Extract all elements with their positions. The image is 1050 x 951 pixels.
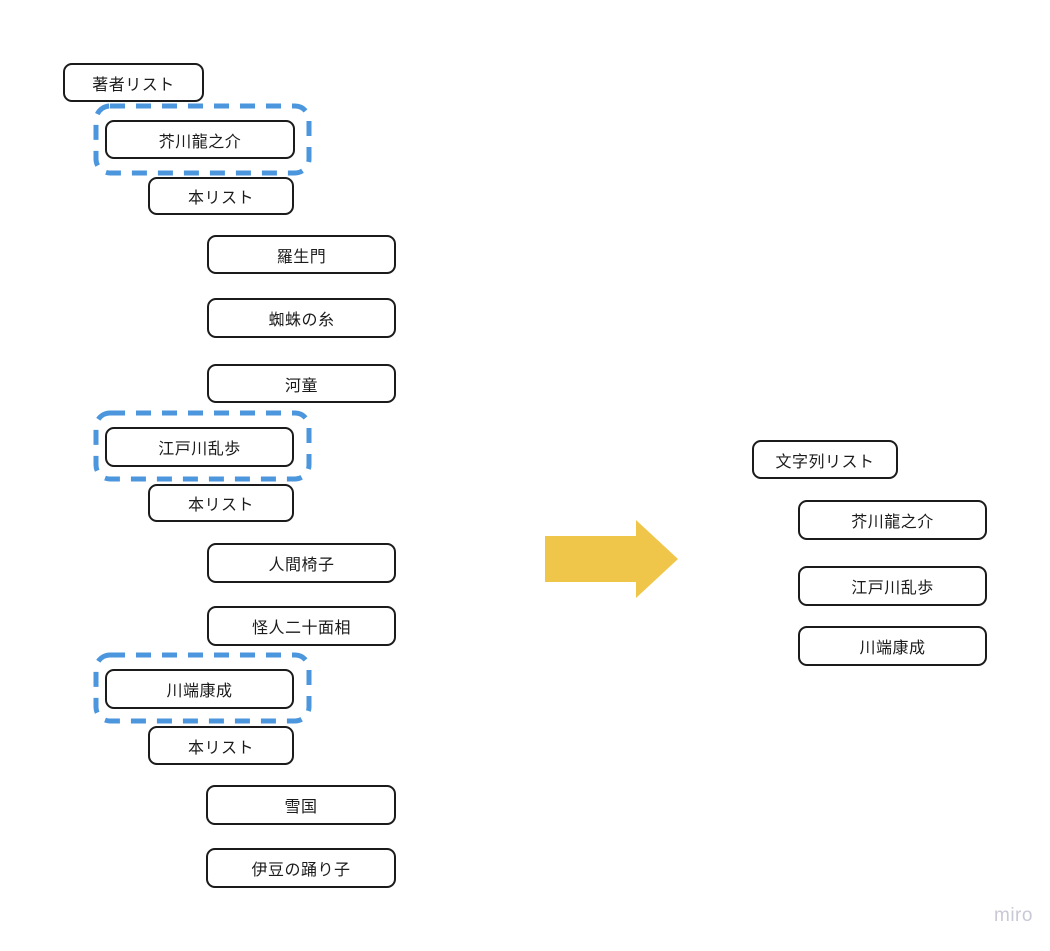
highlight-frame-author-3[interactable] bbox=[93, 652, 312, 724]
box-book-ningen-isu[interactable]: 人間椅子 bbox=[207, 543, 396, 583]
highlight-frame-author-2[interactable] bbox=[93, 410, 312, 482]
box-book-list-2[interactable]: 本リスト bbox=[148, 484, 294, 522]
dashed-rect bbox=[93, 652, 312, 724]
box-book-izu-no-odoriko[interactable]: 伊豆の踊り子 bbox=[206, 848, 396, 888]
box-author-list-root[interactable]: 著者リスト bbox=[63, 63, 204, 102]
box-author-akutagawa[interactable]: 芥川龍之介 bbox=[105, 120, 295, 159]
box-book-rashomon[interactable]: 羅生門 bbox=[207, 235, 396, 274]
miro-watermark: miro bbox=[994, 905, 1033, 926]
box-book-kaijin-nijumenso[interactable]: 怪人二十面相 bbox=[207, 606, 396, 646]
box-book-yukiguni[interactable]: 雪国 bbox=[206, 785, 396, 825]
box-string-edogawa[interactable]: 江戸川乱歩 bbox=[798, 566, 987, 606]
dashed-rect bbox=[93, 410, 312, 482]
box-string-akutagawa[interactable]: 芥川龍之介 bbox=[798, 500, 987, 540]
box-book-kappa[interactable]: 河童 bbox=[207, 364, 396, 403]
dashed-rect bbox=[93, 103, 312, 176]
box-book-list-1[interactable]: 本リスト bbox=[148, 177, 294, 215]
box-author-kawabata[interactable]: 川端康成 bbox=[105, 669, 294, 709]
box-string-list-root[interactable]: 文字列リスト bbox=[752, 440, 898, 479]
block-arrow-right-icon[interactable] bbox=[545, 520, 678, 598]
box-author-edogawa[interactable]: 江戸川乱歩 bbox=[105, 427, 294, 467]
box-string-kawabata[interactable]: 川端康成 bbox=[798, 626, 987, 666]
arrow-polygon bbox=[545, 520, 678, 598]
box-book-kumo-no-ito[interactable]: 蜘蛛の糸 bbox=[207, 298, 396, 338]
box-book-list-3[interactable]: 本リスト bbox=[148, 726, 294, 765]
highlight-frame-author-1[interactable] bbox=[93, 103, 312, 176]
